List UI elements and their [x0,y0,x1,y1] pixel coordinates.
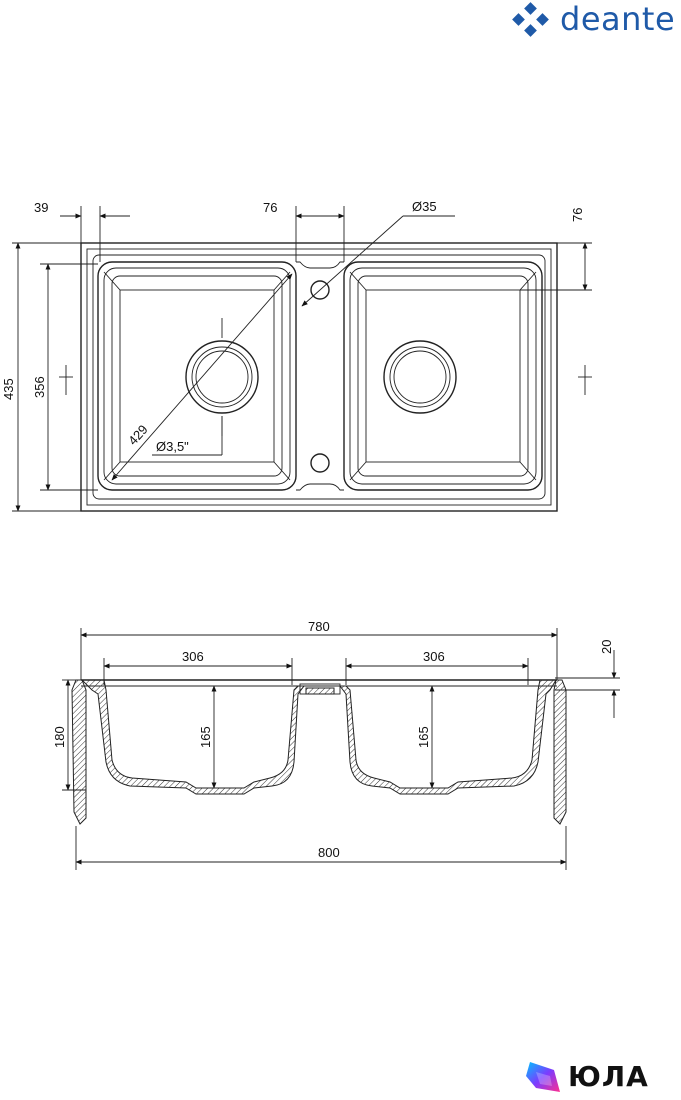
watermark-logo: ЮЛА [522,1058,678,1098]
dim-76-top: 76 [263,200,277,215]
watermark-name: ЮЛА [568,1060,649,1093]
dim-356: 356 [32,376,47,398]
center-bridge [296,261,344,491]
deante-logo-icon [512,2,549,37]
sink-outline [80,242,558,512]
sink-rim [86,248,552,506]
dim-800: 800 [318,845,340,860]
tap-hole [310,280,330,300]
right-bowl [343,261,543,491]
brand-logo: deante [510,0,680,40]
dim-306-left: 306 [182,649,204,664]
dim-435: 435 [1,378,16,400]
dim-35: Ø35 [412,199,437,214]
section-view: 780 306 306 20 180 [52,619,620,870]
right-drain [383,340,457,414]
left-drain [185,340,259,414]
dim-76-right: 76 [570,208,585,222]
dim-3-5-inch: Ø3,5" [156,439,189,454]
brand-name: deante [560,0,676,38]
dim-780: 780 [308,619,330,634]
dim-306-right: 306 [423,649,445,664]
dim-39: 39 [34,200,48,215]
overflow-hole [310,453,330,473]
left-bowl [97,261,297,491]
yula-logo-icon [526,1062,560,1092]
dim-165-left: 165 [198,726,213,748]
dim-429: 429 [125,422,151,448]
top-view: 39 76 Ø35 76 435 356 429 [1,199,592,512]
dim-20: 20 [599,640,614,654]
dim-180: 180 [52,726,67,748]
dim-165-right: 165 [416,726,431,748]
